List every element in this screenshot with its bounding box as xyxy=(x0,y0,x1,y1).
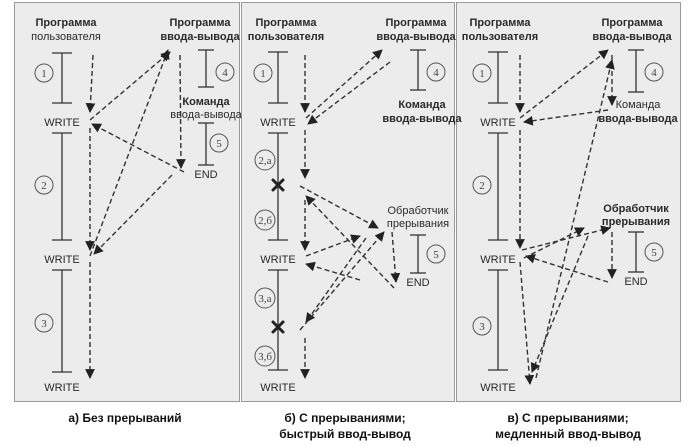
segment-marker xyxy=(254,149,276,171)
interrupt-marker xyxy=(271,178,285,192)
io-program-subtitle: ввода-вывода xyxy=(592,31,672,43)
write-label: WRITE xyxy=(44,382,79,394)
user-program-subtitle: пользователя xyxy=(31,31,101,43)
write-label: WRITE xyxy=(480,117,515,129)
segment-label: 2 xyxy=(479,180,485,192)
caption-panel-c-line2: медленный ввод-вывод xyxy=(495,427,641,441)
io-timeline xyxy=(628,49,644,273)
interrupt-handler-title: Обработчик xyxy=(388,205,449,217)
segment-marker xyxy=(254,209,276,231)
interrupt-marker xyxy=(271,320,285,334)
segment-marker xyxy=(644,62,664,82)
segment-label: 3 xyxy=(41,318,47,330)
end-label: END xyxy=(194,169,217,181)
user-program-subtitle: пользователя xyxy=(462,31,538,43)
segment-marker xyxy=(254,345,276,367)
segment-marker xyxy=(253,63,273,83)
io-command-subtitle: ввода-вывода xyxy=(598,113,678,125)
write-label: WRITE xyxy=(260,117,295,129)
caption-panel-b-line1: б) С прерываниями; xyxy=(284,411,405,425)
caption-panel-a: а) Без прерываний xyxy=(68,411,181,425)
interrupt-handler-title: Обработчик xyxy=(603,203,669,215)
io-command-title: Команда xyxy=(616,99,662,111)
panel-c-content: Программа пользователя Программа ввода-в… xyxy=(462,17,679,394)
segment-label: 3,б xyxy=(258,351,272,363)
interrupt-handler-subtitle: прерывания xyxy=(602,216,670,228)
segment-label: 2,б xyxy=(258,215,272,227)
panel-b-content: Программа пользователя Программа ввода-в… xyxy=(248,17,463,394)
user-timeline xyxy=(268,51,288,371)
segment-label: 1 xyxy=(41,68,47,80)
segment-marker xyxy=(34,63,54,83)
segment-label: 5 xyxy=(651,247,657,259)
panel-interrupts-slow-io xyxy=(456,2,681,402)
caption-panel-b-line2: быстрый ввод-вывод xyxy=(279,427,411,441)
segment-marker xyxy=(426,244,446,264)
user-program-title: Программа xyxy=(35,17,97,29)
io-program-title: Программа xyxy=(169,17,231,29)
segment-label: 2 xyxy=(41,180,47,192)
io-timeline xyxy=(198,49,214,166)
io-program-subtitle: ввода-вывода xyxy=(160,31,240,43)
segment-marker xyxy=(472,175,492,195)
io-command-title: Команда xyxy=(398,99,446,111)
segment-marker xyxy=(34,175,54,195)
segment-label: 3,а xyxy=(258,293,271,305)
segment-marker xyxy=(426,62,446,82)
io-timeline xyxy=(410,49,426,274)
segment-label: 4 xyxy=(433,67,439,79)
segment-label: 3 xyxy=(479,321,485,333)
flow-arrows xyxy=(85,49,186,379)
flow-arrows xyxy=(299,49,401,379)
user-program-title: Программа xyxy=(255,17,317,29)
segment-marker xyxy=(34,313,54,333)
panel-a-content: Программа пользователя Программа ввода-в… xyxy=(31,17,242,394)
flow-arrows xyxy=(515,49,617,385)
user-timeline xyxy=(488,51,508,371)
segment-marker xyxy=(254,287,276,309)
segment-marker xyxy=(644,242,664,262)
io-program-title: Программа xyxy=(385,17,447,29)
end-label: END xyxy=(406,277,429,289)
caption-panel-c-line1: в) С прерываниями; xyxy=(507,411,628,425)
segment-label: 1 xyxy=(260,68,266,80)
segment-label: 2,а xyxy=(258,155,271,167)
write-label: WRITE xyxy=(480,382,515,394)
write-label: WRITE xyxy=(480,254,515,266)
segment-label: 4 xyxy=(651,67,657,79)
io-program-title: Программа xyxy=(601,17,663,29)
end-label: END xyxy=(624,276,647,288)
io-command-title: Команда xyxy=(182,96,230,108)
write-label: WRITE xyxy=(44,254,79,266)
segment-marker xyxy=(215,62,235,82)
write-label: WRITE xyxy=(44,117,79,129)
user-timeline xyxy=(52,52,72,373)
user-program-subtitle: пользователя xyxy=(248,31,324,43)
io-command-subtitle: ввода-вывода xyxy=(170,109,242,121)
panel-interrupts-fast-io xyxy=(241,2,455,402)
write-label: WRITE xyxy=(260,382,295,394)
segment-label: 5 xyxy=(433,249,439,261)
segment-marker xyxy=(209,133,229,153)
user-program-title: Программа xyxy=(469,17,531,29)
segment-label: 1 xyxy=(479,68,485,80)
segment-label: 5 xyxy=(216,138,222,150)
io-program-subtitle: ввода-вывода xyxy=(376,31,456,43)
segment-marker xyxy=(472,316,492,336)
interrupt-handler-subtitle: прерывания xyxy=(387,218,449,230)
io-command-subtitle: ввода-вывода xyxy=(382,113,462,125)
segment-marker xyxy=(472,63,492,83)
segment-label: 4 xyxy=(222,67,228,79)
write-label: WRITE xyxy=(260,254,295,266)
